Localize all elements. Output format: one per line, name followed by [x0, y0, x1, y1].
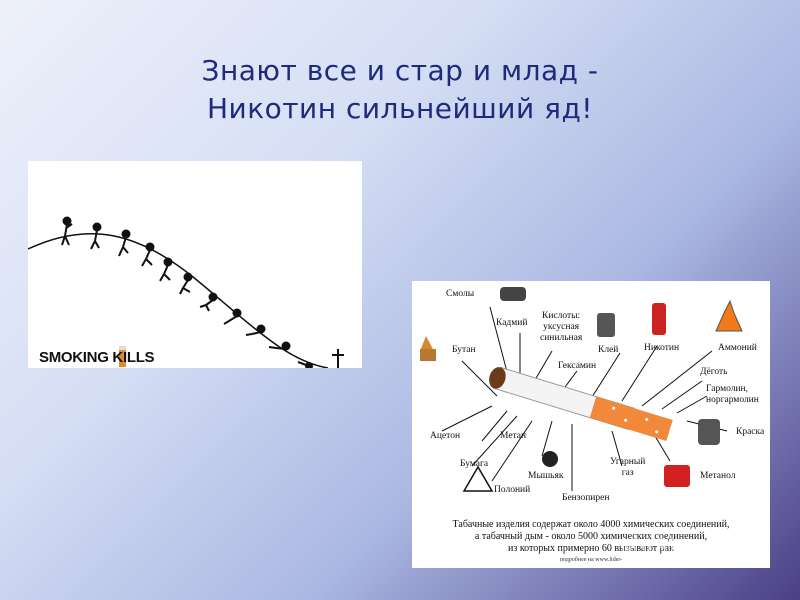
label-uksusnaya: уксусная: [543, 322, 580, 332]
cadmium-icon: [500, 287, 526, 301]
slide-title: Знают все и стар и млад - Никотин сильне…: [0, 52, 800, 128]
label-metan: Метан: [500, 431, 527, 441]
label-ugarny-gaz: Угарный газ: [610, 457, 645, 479]
caption-line-3: из которых примерно 60 вызывают рак: [508, 543, 674, 554]
hill-illustration: [28, 216, 344, 368]
cigarette-chemicals-illustration: Смолы Кадмий Кислоты: уксусная синильная…: [412, 281, 770, 568]
label-metanol: Метанол: [700, 471, 736, 481]
butane-flame-icon: [420, 336, 434, 351]
label-mysyak: Мышьяк: [528, 471, 564, 481]
watermark: MyShared: [620, 536, 738, 561]
chemicals-caption: Табачные изделия содержат около 4000 хим…: [412, 519, 770, 555]
smoking-kills-label: SMOKING KILLS: [39, 349, 155, 366]
label-kisloty-title: Кислоты:: [542, 311, 581, 321]
label-benzopiren: Бензопирен: [562, 493, 610, 503]
caption-line-2: а табачный дым - около 5000 химических с…: [474, 531, 708, 542]
glue-icon: [597, 313, 615, 337]
ammonium-flask-icon: [715, 299, 743, 332]
label-kley: Клей: [598, 345, 619, 355]
cigarette-icon: [489, 366, 673, 442]
polonium-hazard-icon: [462, 465, 494, 492]
label-sinilnaya: синильная: [540, 333, 583, 343]
label-ammoniy: Аммоний: [718, 343, 757, 353]
label-smoly: Смолы: [446, 289, 475, 299]
caption-line-1: Табачные изделия содержат около 4000 хим…: [452, 519, 730, 530]
chemicals-diagram: [420, 287, 743, 492]
source-note: подробнее на www.lider-: [559, 557, 623, 563]
label-nikotin: Никотин: [644, 343, 680, 353]
label-kisloty: Кислоты: уксусная синильная: [540, 311, 582, 344]
paint-can-icon: [698, 419, 720, 445]
label-butan: Бутан: [452, 345, 476, 355]
label-ugarny: Угарный: [610, 457, 646, 467]
title-line-1: Знают все и стар и млад -: [201, 54, 599, 87]
label-poloniy: Полоний: [494, 485, 531, 495]
stick-figures: [61, 216, 313, 368]
title-line-2: Никотин сильнейший яд!: [206, 92, 594, 125]
label-kadmiy: Кадмий: [496, 318, 528, 328]
label-gaz: газ: [621, 468, 634, 478]
methanol-can-icon: [664, 465, 690, 487]
cigarette-icon: [119, 346, 126, 367]
label-geksamin: Гексамин: [558, 361, 597, 371]
arsenic-skull-icon: [542, 451, 558, 467]
label-degot: Дёготь: [700, 367, 728, 377]
label-norgarmolin: норгармолин: [706, 395, 759, 405]
grave-cross-icon: [332, 349, 344, 368]
label-garmolin: Гармолин, норгармолин: [706, 384, 759, 406]
label-garmolin-line1: Гармолин,: [706, 384, 748, 394]
nicotine-icon: [652, 303, 666, 335]
label-kraska: Краска: [736, 427, 765, 437]
smoking-kills-illustration: SMOKING KILLS: [28, 161, 362, 368]
label-bumaga: Бумага: [460, 459, 489, 469]
label-aceton: Ацетон: [430, 431, 461, 441]
